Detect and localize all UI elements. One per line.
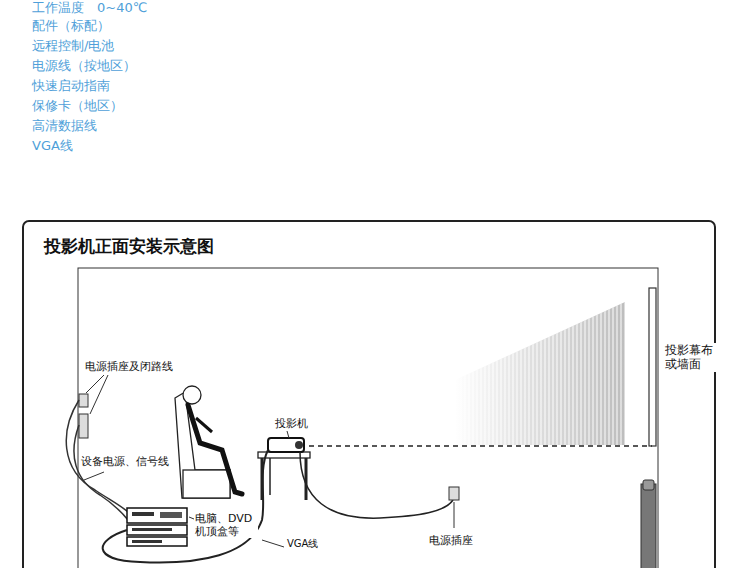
spec-line: 配件（标配） (32, 18, 110, 34)
cable (74, 425, 128, 520)
spec-line: 远程控制/电池 (32, 38, 114, 54)
floor-outlet (449, 487, 459, 500)
spec-line: 电源线（按地区） (32, 58, 136, 74)
spec-line: VGA线 (32, 138, 73, 154)
spec-line: 快速启动指南 (32, 78, 110, 94)
diagram-title: 投影机正面安装示意图 (44, 235, 214, 258)
optical-axis (300, 445, 652, 447)
callout-label: 电脑、DVD 机顶盒等 (194, 512, 258, 538)
frame (23, 221, 715, 568)
projection-screen (649, 288, 656, 446)
callout-label: 投影机 (274, 417, 309, 430)
spec-line: 高清数据线 (32, 118, 97, 134)
room-outline (78, 268, 658, 568)
wall-outlet (79, 394, 88, 407)
spec-line: 保修卡（地区） (32, 98, 123, 114)
projection-beam (455, 302, 625, 445)
callout-label: 电源插座及闭路线 (84, 360, 174, 373)
callout-label: VGA线 (286, 538, 319, 550)
callout-label: 电源插座 (428, 534, 474, 547)
projector (268, 438, 304, 452)
spec-line: 工作温度 0~40℃ (32, 0, 147, 16)
viewer (183, 386, 201, 404)
callout-label: 投影幕布 或墙面 (664, 343, 718, 372)
callout-label: 设备电源、信号线 (80, 455, 170, 468)
power-cable (300, 452, 453, 518)
equipment (127, 508, 187, 523)
speaker (641, 484, 656, 568)
wall-outlet (79, 414, 88, 438)
